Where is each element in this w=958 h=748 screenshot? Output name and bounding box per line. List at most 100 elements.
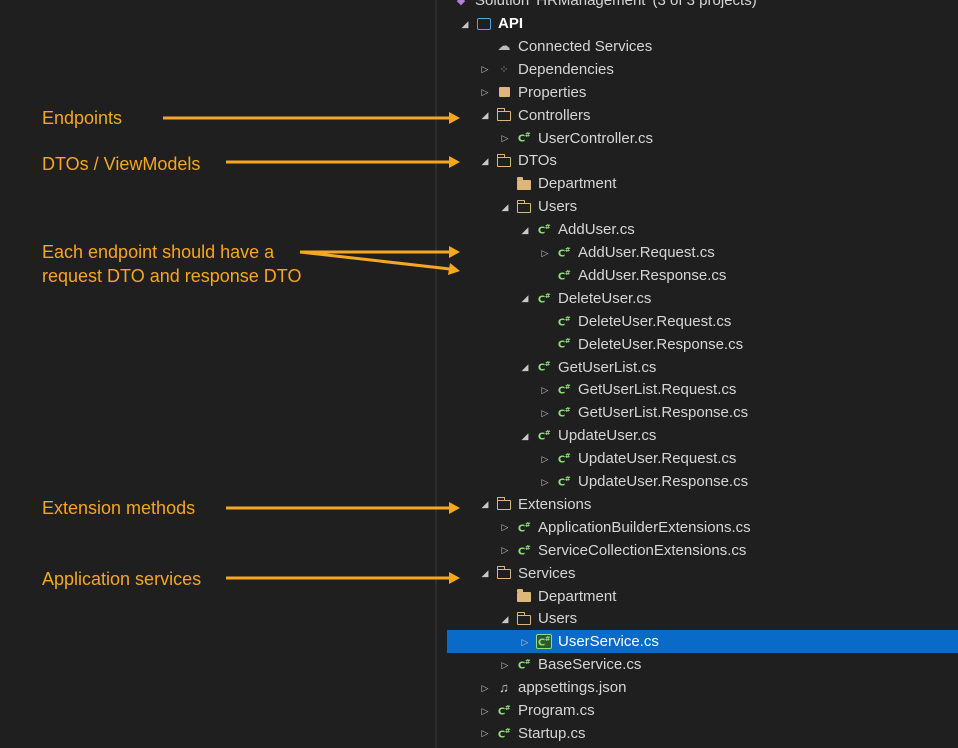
tree-item[interactable]: ▷C#UpdateUser.Request.cs <box>447 447 958 470</box>
tree-item[interactable]: ▷C#AddUser.Request.cs <box>447 241 958 264</box>
connected-services-icon: ☁ <box>497 38 511 54</box>
annotation-request-line2: request DTO and response DTO <box>42 266 302 286</box>
collapsed-chevron-icon[interactable]: ▷ <box>501 545 509 556</box>
expanded-chevron-icon[interactable]: ◢ <box>521 293 529 304</box>
tree-item-label: Extensions <box>518 495 592 513</box>
dependencies-icon: ⁘ <box>499 63 509 76</box>
tree-item-label: GetUserList.Response.cs <box>578 404 749 422</box>
expanded-chevron-icon[interactable]: ◢ <box>481 499 489 510</box>
tree-item[interactable]: ◢ Services <box>447 562 958 585</box>
tree-item-label: UpdateUser.cs <box>558 427 657 445</box>
tree-item-label: Services <box>518 564 576 582</box>
tree-item-label: DeleteUser.cs <box>558 289 652 307</box>
tree-item-label: ServiceCollectionExtensions.cs <box>538 541 747 559</box>
tree-item-label: appsettings.json <box>518 679 627 697</box>
tree-item[interactable]: ☁Connected Services <box>447 35 958 58</box>
tree-item[interactable]: ▷ ⁘ Dependencies <box>447 58 958 81</box>
json-settings-icon: ♫ <box>499 680 509 696</box>
tree-item[interactable]: ▷ ♫ appsettings.json <box>447 676 958 699</box>
tree-item-label: AddUser.cs <box>558 221 635 239</box>
collapsed-chevron-icon[interactable]: ▷ <box>501 522 509 533</box>
collapsed-chevron-icon[interactable]: ▷ <box>481 728 489 739</box>
csharp-file-icon: C# <box>537 360 551 374</box>
tree-item[interactable]: ▷C#GetUserList.Request.cs <box>447 378 958 401</box>
csharp-file-icon: C# <box>535 634 553 650</box>
tree-item[interactable]: ▷C#BaseService.cs <box>447 653 958 676</box>
csharp-file-icon: C# <box>537 291 551 305</box>
solution-explorer-tree[interactable]: ◆ Solution 'HRManagement' (3 of 3 projec… <box>437 0 958 748</box>
collapsed-chevron-icon[interactable]: ▷ <box>521 636 529 647</box>
tree-item[interactable]: ▷ C# UserService.cs <box>447 630 958 654</box>
collapsed-chevron-icon[interactable]: ▷ <box>541 407 549 418</box>
expanded-chevron-icon[interactable]: ◢ <box>481 110 489 121</box>
csharp-file-icon: C# <box>537 222 551 237</box>
expanded-chevron-icon[interactable]: ◢ <box>521 362 529 372</box>
tree-item-label: GetUserList.cs <box>558 358 657 376</box>
solution-title: Solution 'HRManagement' (3 of 3 projects… <box>475 0 757 9</box>
collapsed-chevron-icon[interactable]: ▷ <box>501 659 509 670</box>
solution-title-row[interactable]: ◆ Solution 'HRManagement' (3 of 3 projec… <box>447 0 958 12</box>
pane-divider[interactable] <box>435 0 437 748</box>
tree-item[interactable]: C#AddUser.Response.cs <box>447 264 958 287</box>
tree-item-label: UpdateUser.Request.cs <box>578 450 737 468</box>
tree-item[interactable]: ▷C#UserController.cs <box>447 127 958 150</box>
tree-item[interactable]: ▷C#Startup.cs <box>447 722 958 745</box>
tree-item-label: Department <box>538 175 617 193</box>
tree-item[interactable]: ◢ Extensions <box>447 493 958 516</box>
collapsed-chevron-icon[interactable]: ▷ <box>481 64 489 75</box>
tree-item-label: GetUserList.Request.cs <box>578 381 737 399</box>
no-expander <box>540 339 550 349</box>
csharp-file-icon: C# <box>557 406 571 420</box>
tree-item[interactable]: ◢ Controllers <box>447 104 958 127</box>
tree-item[interactable]: ◢ C# DeleteUser.cs <box>447 287 958 310</box>
expanded-chevron-icon[interactable]: ◢ <box>481 155 489 166</box>
annotation-pane: Endpoints DTOs / ViewModels Each endpoin… <box>0 0 435 748</box>
tree-item[interactable]: Department <box>447 172 958 195</box>
csharp-file-icon: C# <box>557 245 571 260</box>
tree-item[interactable]: ▷C#Program.cs <box>447 699 958 722</box>
csharp-file-icon: C# <box>557 474 571 489</box>
expanded-chevron-icon[interactable]: ◢ <box>521 224 529 235</box>
expanded-chevron-icon[interactable]: ◢ <box>501 201 509 212</box>
collapsed-chevron-icon[interactable]: ▷ <box>541 384 549 395</box>
tree-item[interactable]: ◢Users <box>447 607 958 630</box>
expanded-chevron-icon[interactable]: ◢ <box>501 613 509 624</box>
collapsed-chevron-icon[interactable]: ▷ <box>541 453 549 464</box>
collapsed-chevron-icon[interactable]: ▷ <box>481 705 489 716</box>
annotation-endpoints: Endpoints <box>42 108 123 128</box>
expanded-chevron-icon[interactable]: ◢ <box>521 430 529 441</box>
tree-item[interactable]: ◢ C# AddUser.cs <box>447 218 958 241</box>
collapsed-chevron-icon[interactable]: ▷ <box>541 247 549 258</box>
csharp-file-icon: C# <box>557 268 571 283</box>
expanded-chevron-icon[interactable]: ◢ <box>481 568 489 579</box>
collapsed-chevron-icon[interactable]: ▷ <box>481 87 489 98</box>
tree-item-label: Dependencies <box>518 60 614 78</box>
collapsed-chevron-icon[interactable]: ▷ <box>541 476 549 487</box>
no-expander <box>500 179 510 189</box>
tree-item[interactable]: ◢ C# GetUserList.cs <box>447 356 958 379</box>
csharp-file-icon: C# <box>557 314 571 328</box>
tree-item[interactable]: ▷C#ServiceCollectionExtensions.cs <box>447 539 958 562</box>
collapsed-chevron-icon[interactable]: ▷ <box>481 682 489 693</box>
tree-item[interactable]: ▷ Properties <box>447 81 958 104</box>
tree-item[interactable]: C#DeleteUser.Request.cs <box>447 310 958 333</box>
collapsed-chevron-icon[interactable]: ▷ <box>501 133 509 143</box>
csharp-file-icon: C# <box>517 131 531 145</box>
properties-icon <box>496 85 512 99</box>
tree-item[interactable]: ◢C#UpdateUser.cs <box>447 424 958 447</box>
tree-item-label: UserService.cs <box>558 633 659 651</box>
tree-item-label: Properties <box>518 83 587 101</box>
tree-item[interactable]: ◢Users <box>447 195 958 218</box>
project-icon <box>476 17 492 31</box>
tree-item[interactable]: ▷ C# GetUserList.Response.cs <box>447 401 958 424</box>
tree-item[interactable]: C#DeleteUser.Response.cs <box>447 333 958 356</box>
tree-item-label: Controllers <box>518 106 591 124</box>
tree-item[interactable]: ▷C#ApplicationBuilderExtensions.cs <box>447 516 958 539</box>
expanded-chevron-icon[interactable]: ◢ <box>461 18 469 29</box>
tree-item-label: Program.cs <box>518 702 595 719</box>
tree-item[interactable]: ▷C#UpdateUser.Response.cs <box>447 470 958 493</box>
tree-item[interactable]: ◢API <box>447 12 958 35</box>
tree-item[interactable]: Department <box>447 585 958 608</box>
no-expander <box>500 591 510 601</box>
tree-item[interactable]: ◢DTOs <box>447 149 958 172</box>
